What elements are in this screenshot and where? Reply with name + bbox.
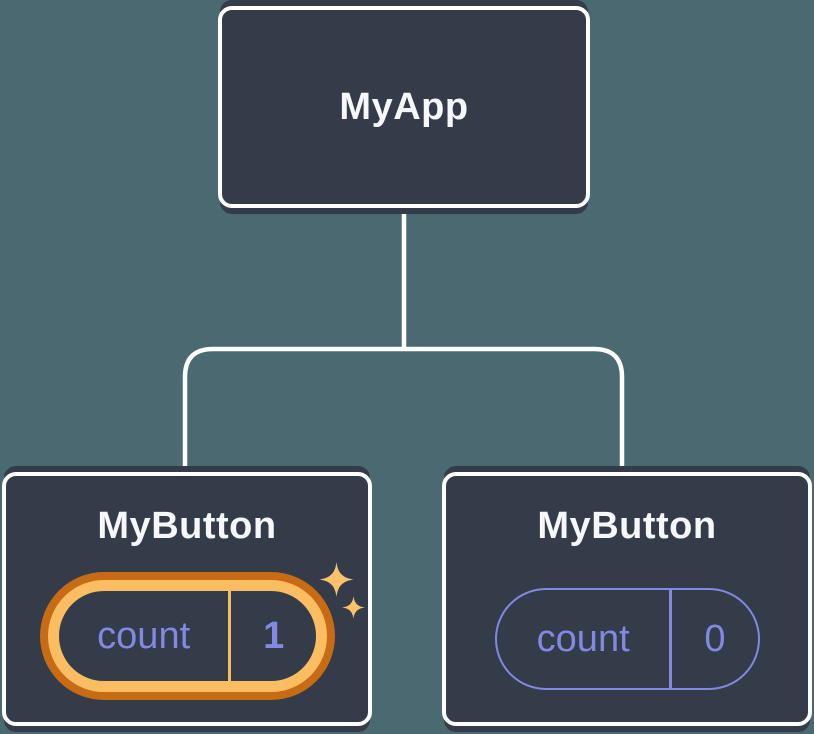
node-myapp: MyApp xyxy=(218,6,590,208)
state-key-label: count xyxy=(536,617,630,660)
state-pill-highlighted: count 1 xyxy=(48,580,327,692)
state-value: 1 xyxy=(263,614,285,657)
sparkle-small-icon xyxy=(342,596,365,619)
node-mybutton-left-label: MyButton xyxy=(97,505,277,547)
state-key-label: count xyxy=(97,614,191,657)
node-mybutton-right: MyButton count 0 xyxy=(442,472,812,726)
pill-divider xyxy=(669,590,672,688)
state-pill: count 0 xyxy=(495,588,760,690)
sparkle-large-icon xyxy=(319,562,354,597)
state-value: 0 xyxy=(704,617,726,660)
node-mybutton-left: MyButton count 1 xyxy=(2,472,372,726)
pill-divider xyxy=(228,591,232,681)
node-mybutton-right-label: MyButton xyxy=(537,505,717,547)
node-myapp-label: MyApp xyxy=(339,85,469,128)
